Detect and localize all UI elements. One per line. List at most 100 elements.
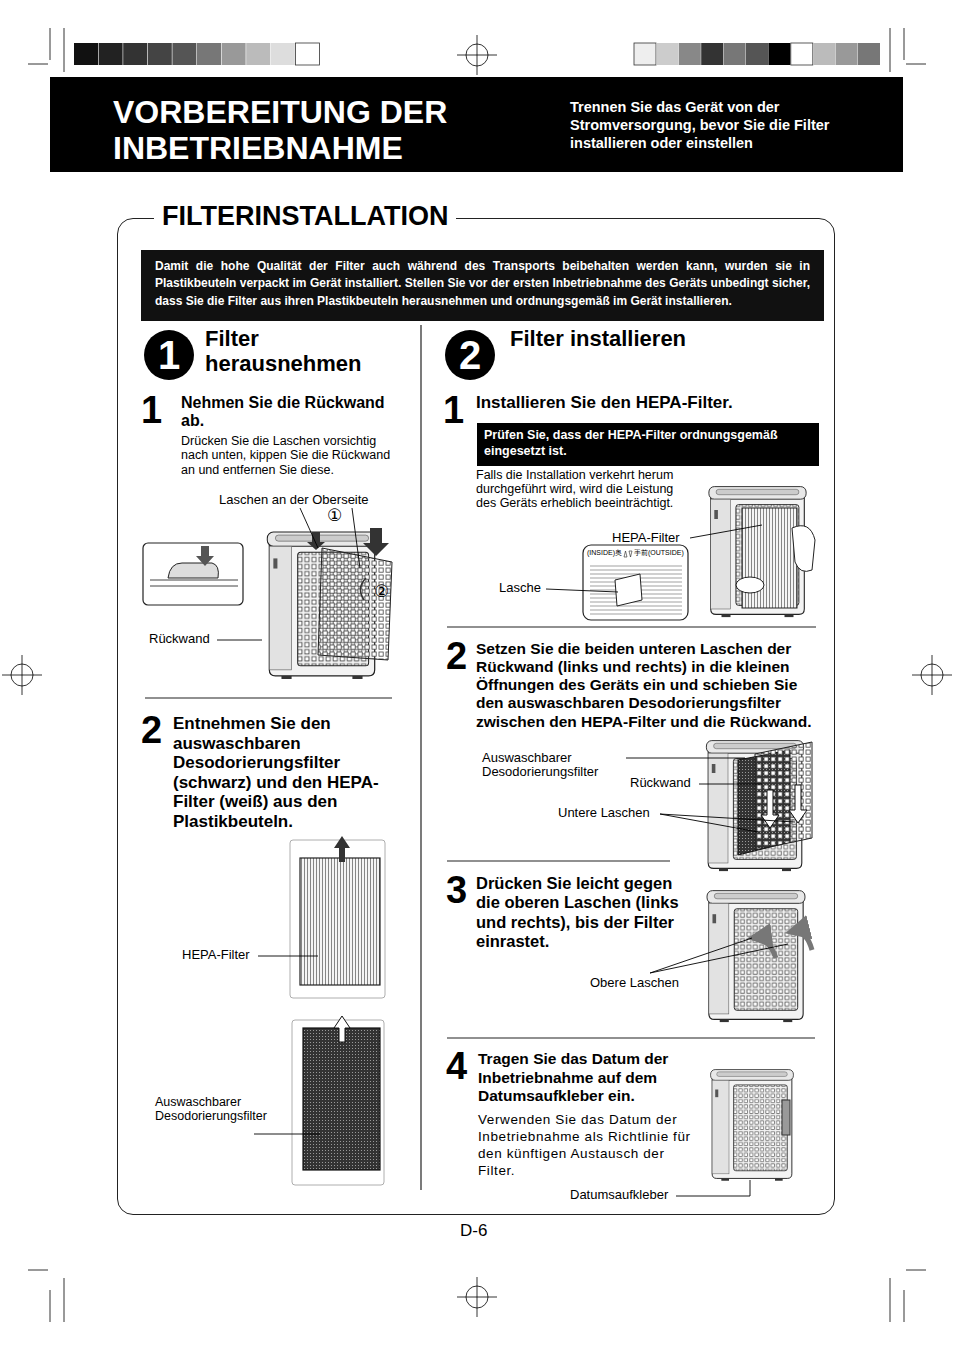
leader-line xyxy=(546,589,618,592)
leader-line xyxy=(258,956,318,957)
section-frame-text: FILTERINSTALLATION xyxy=(154,199,456,234)
color-bar xyxy=(271,43,295,65)
step-title: Tragen Sie das Datum der Inbetriebnahme … xyxy=(478,1050,703,1106)
callout-label: Rückwand xyxy=(149,632,210,646)
hepa-filter-figure xyxy=(334,836,350,862)
tab-inset xyxy=(583,545,688,620)
color-bar xyxy=(768,43,790,65)
crop-mark xyxy=(28,28,926,1322)
leader-line xyxy=(217,508,795,1196)
callout-label: Lasche xyxy=(499,581,541,595)
step-body: Verwenden Sie das Datum der Inbetriebnah… xyxy=(478,1112,693,1180)
callout-label: Laschen an der Oberseite xyxy=(219,493,369,507)
step-heading: Filter installieren xyxy=(510,326,686,351)
header-band-text: Trennen Sie das Gerät von der Stromverso… xyxy=(570,98,835,152)
tab-inset xyxy=(150,580,238,586)
step-heading: Filter herausnehmen xyxy=(205,326,405,377)
callout-label: Untere Laschen xyxy=(558,806,650,820)
notice-box: Damit die hohe Qualität der Filter auch … xyxy=(141,250,824,321)
tab-inset xyxy=(615,574,642,606)
divider-line xyxy=(420,325,421,1190)
leader-line xyxy=(217,640,262,641)
purifier-figure xyxy=(789,785,807,823)
step-title: Installieren Sie den HEPA-Filter. xyxy=(476,394,816,413)
inset-label: 手前(OUTSIDE) xyxy=(634,549,684,557)
divider-line xyxy=(145,697,392,698)
step-number: 3 xyxy=(446,870,467,912)
callout-number: ② xyxy=(374,583,389,602)
callout-label: HEPA-Filter xyxy=(182,948,250,962)
purifier-figure xyxy=(267,528,392,679)
color-bar xyxy=(172,43,196,65)
leader-line xyxy=(699,784,762,785)
purifier-figure xyxy=(709,487,806,617)
step-circle-text: 1 xyxy=(158,335,180,375)
callout-label: Obere Laschen xyxy=(590,976,679,990)
color-bar xyxy=(656,43,678,65)
divider-line xyxy=(447,1037,815,1038)
color-bar xyxy=(74,43,98,65)
purifier-figure xyxy=(363,528,389,556)
step-body: Drücken Sie die Laschen vorsichtig nach … xyxy=(181,434,399,477)
step-circle: 1 xyxy=(144,330,194,380)
color-bar xyxy=(148,43,172,65)
callout-label: Datumsaufkleber xyxy=(570,1188,668,1202)
step-number: 1 xyxy=(141,390,162,432)
tab-inset xyxy=(143,543,243,605)
callout-label: Rückwand xyxy=(630,776,691,790)
step-number: 2 xyxy=(141,710,162,752)
step-title: Nehmen Sie die Rückwand ab. xyxy=(181,394,396,429)
crop-mark xyxy=(2,655,42,695)
purifier-figure xyxy=(709,487,815,617)
color-bar xyxy=(295,43,319,65)
tab-inset xyxy=(196,546,214,566)
divider-line xyxy=(447,860,670,861)
color-bar xyxy=(836,43,858,65)
page-title: VORBEREITUNG DER INBETRIEBNAHME xyxy=(113,95,553,167)
notice-box-text: Damit die hohe Qualität der Filter auch … xyxy=(155,258,810,310)
purifier-figure xyxy=(707,891,805,1022)
step-number: 1 xyxy=(443,390,464,432)
leader-line xyxy=(254,1134,320,1135)
step-title: Drücken Sie leicht gegen die oberen Lasc… xyxy=(476,874,681,952)
purifier-figure xyxy=(318,548,392,660)
color-bar xyxy=(679,43,701,65)
tab-inset xyxy=(143,543,243,605)
purifier-figure xyxy=(782,1100,790,1135)
step-number: 2 xyxy=(446,636,467,678)
leader-line xyxy=(650,938,788,973)
tab-inset xyxy=(590,563,682,615)
purifier-figure xyxy=(752,938,776,958)
page-number: D-6 xyxy=(460,1222,487,1241)
step-title: Entnehmen Sie den auswaschbaren Desodori… xyxy=(173,714,388,831)
color-bar xyxy=(724,43,746,65)
hepa-filter-figure xyxy=(290,836,385,998)
color-bar xyxy=(701,43,723,65)
purifier-figure xyxy=(792,526,815,572)
leader-line xyxy=(660,814,795,832)
color-bar xyxy=(246,43,270,65)
deodorizing-filter-figure xyxy=(292,1016,384,1185)
color-bar xyxy=(634,43,656,65)
purifier-figure xyxy=(755,742,812,850)
color-bar xyxy=(746,43,768,65)
color-bar xyxy=(197,43,221,65)
deodorizing-filter-figure xyxy=(292,1020,384,1185)
color-bar xyxy=(123,43,147,65)
color-bar xyxy=(858,43,880,65)
step-title: Setzen Sie die beiden unteren Laschen de… xyxy=(476,640,816,731)
purifier-figure xyxy=(706,741,812,872)
inset-label: (INSIDE)奥 xyxy=(587,549,622,557)
deodorizing-filter-figure xyxy=(303,1028,380,1170)
tab-inset xyxy=(624,551,632,557)
warning-box-text: Prüfen Sie, dass der HEPA-Filter ordnung… xyxy=(484,427,812,460)
purifier-figure xyxy=(711,1070,794,1181)
step-body: Falls die Installation verkehrt herum du… xyxy=(476,469,686,510)
purifier-figure xyxy=(736,577,764,593)
hepa-filter-figure xyxy=(300,858,380,985)
purifier-figure xyxy=(711,1070,794,1181)
step-circle: 2 xyxy=(445,330,495,380)
color-bar xyxy=(813,43,835,65)
